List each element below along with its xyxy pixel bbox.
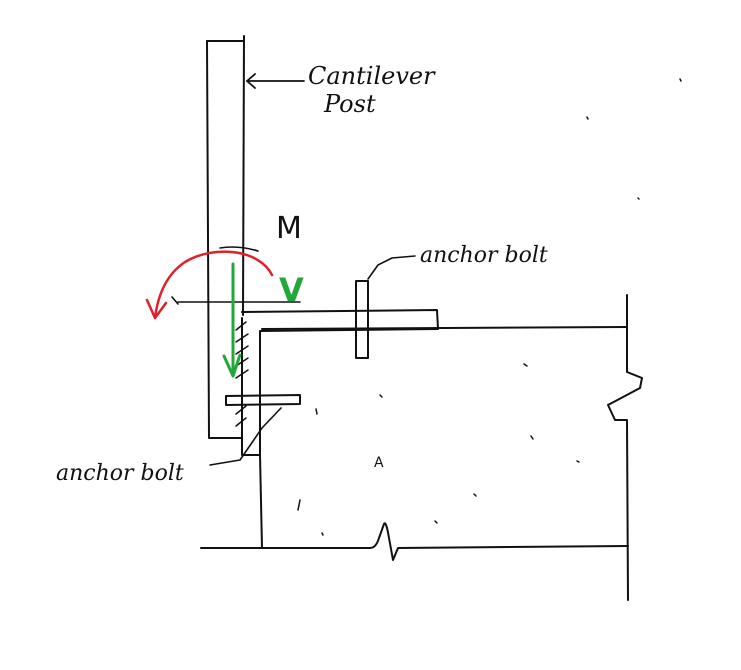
cantilever-post <box>206 35 245 439</box>
moment-reference-line <box>171 246 301 305</box>
shear-label: V <box>279 271 304 309</box>
concrete-mark: A <box>374 455 384 471</box>
post-label-line2: Post <box>323 90 376 118</box>
curved-arrow-icon <box>145 250 274 320</box>
anchor-bolt-vertical <box>355 280 369 359</box>
anchor-bolt-left-leader <box>209 407 282 466</box>
post-label-line1: Cantilever <box>308 62 436 90</box>
anchor-bolt-top-leader <box>367 255 416 280</box>
anchor-bolt-left-label: anchor bolt <box>56 461 184 486</box>
concrete-block <box>200 294 643 601</box>
concrete-specks <box>297 78 682 536</box>
left-arrow-icon <box>246 73 305 89</box>
anchor-bolt-horizontal <box>225 394 301 406</box>
moment-label: M <box>276 211 302 246</box>
anchor-bolt-top-label: anchor bolt <box>420 243 548 268</box>
angle-bracket <box>241 309 439 456</box>
down-arrow-icon <box>222 262 242 378</box>
